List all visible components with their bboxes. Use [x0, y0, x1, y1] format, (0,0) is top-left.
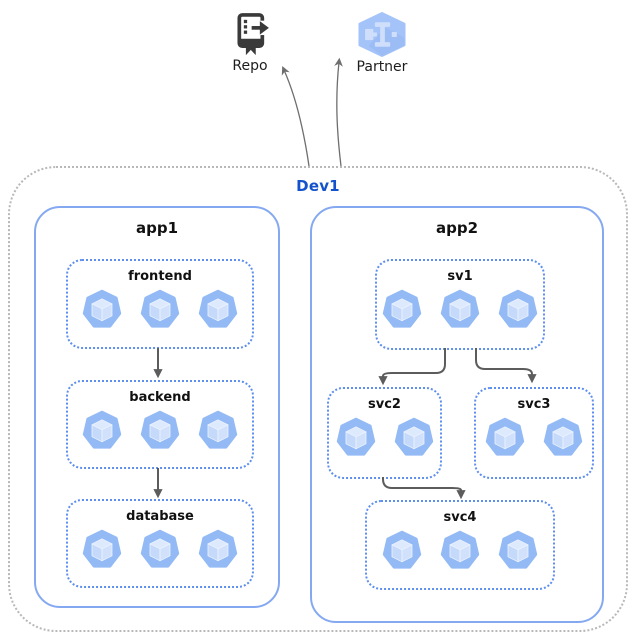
dev1-boundary: Dev1 — [8, 166, 628, 632]
backend-label: backend — [129, 390, 191, 405]
repo-node: Repo — [220, 10, 280, 74]
service-svc4: svc4 — [365, 500, 555, 590]
pod-icon — [382, 530, 422, 569]
pod-icon — [82, 410, 122, 449]
app1-box: app1 frontend backend — [34, 206, 280, 608]
backend-pod-group — [68, 410, 252, 452]
sv1-label: sv1 — [447, 269, 473, 284]
app2-label: app2 — [435, 219, 479, 237]
pod-icon — [394, 417, 433, 456]
database-label: database — [126, 509, 194, 524]
pod-icon — [82, 529, 122, 568]
svc4-label: svc4 — [443, 510, 477, 525]
service-svc3: svc3 — [474, 387, 594, 479]
pod-icon — [198, 529, 238, 568]
edge-dev1-repo — [281, 66, 310, 167]
service-backend: backend — [66, 380, 254, 469]
pod-icon — [543, 417, 583, 456]
database-pod-group — [68, 529, 252, 571]
pod-icon — [198, 289, 238, 328]
service-sv1: sv1 — [375, 259, 545, 350]
partner-hexagon-icon — [358, 12, 406, 57]
service-frontend: frontend — [66, 259, 254, 349]
pod-icon — [140, 410, 180, 449]
edge-dev1-partner — [334, 57, 343, 167]
app1-label: app1 — [135, 219, 179, 237]
partner-label: Partner — [356, 59, 408, 75]
dev1-label: Dev1 — [296, 177, 340, 195]
pod-icon — [198, 410, 238, 449]
service-database: database — [66, 499, 254, 588]
sv1-pod-group — [377, 289, 543, 331]
svc3-label: svc3 — [517, 397, 551, 412]
pod-icon — [440, 289, 480, 328]
pod-icon — [140, 529, 180, 568]
repo-label: Repo — [232, 58, 268, 74]
svc4-pod-group — [367, 530, 553, 572]
partner-node: Partner — [350, 12, 414, 75]
app2-box: app2 sv1 svc2 — [310, 206, 604, 623]
svc2-pod-group — [329, 417, 440, 459]
pod-icon — [485, 417, 525, 456]
frontend-pod-group — [68, 289, 252, 331]
pod-icon — [336, 417, 375, 456]
pod-icon — [382, 289, 422, 328]
pod-icon — [82, 289, 122, 328]
svc3-pod-group — [476, 417, 592, 459]
pod-icon — [440, 530, 480, 569]
service-svc2: svc2 — [327, 387, 442, 479]
svc2-label: svc2 — [368, 397, 401, 412]
pod-icon — [498, 289, 538, 328]
frontend-label: frontend — [128, 269, 192, 284]
source-repository-icon — [237, 13, 270, 56]
pod-icon — [140, 289, 180, 328]
pod-icon — [498, 530, 538, 569]
